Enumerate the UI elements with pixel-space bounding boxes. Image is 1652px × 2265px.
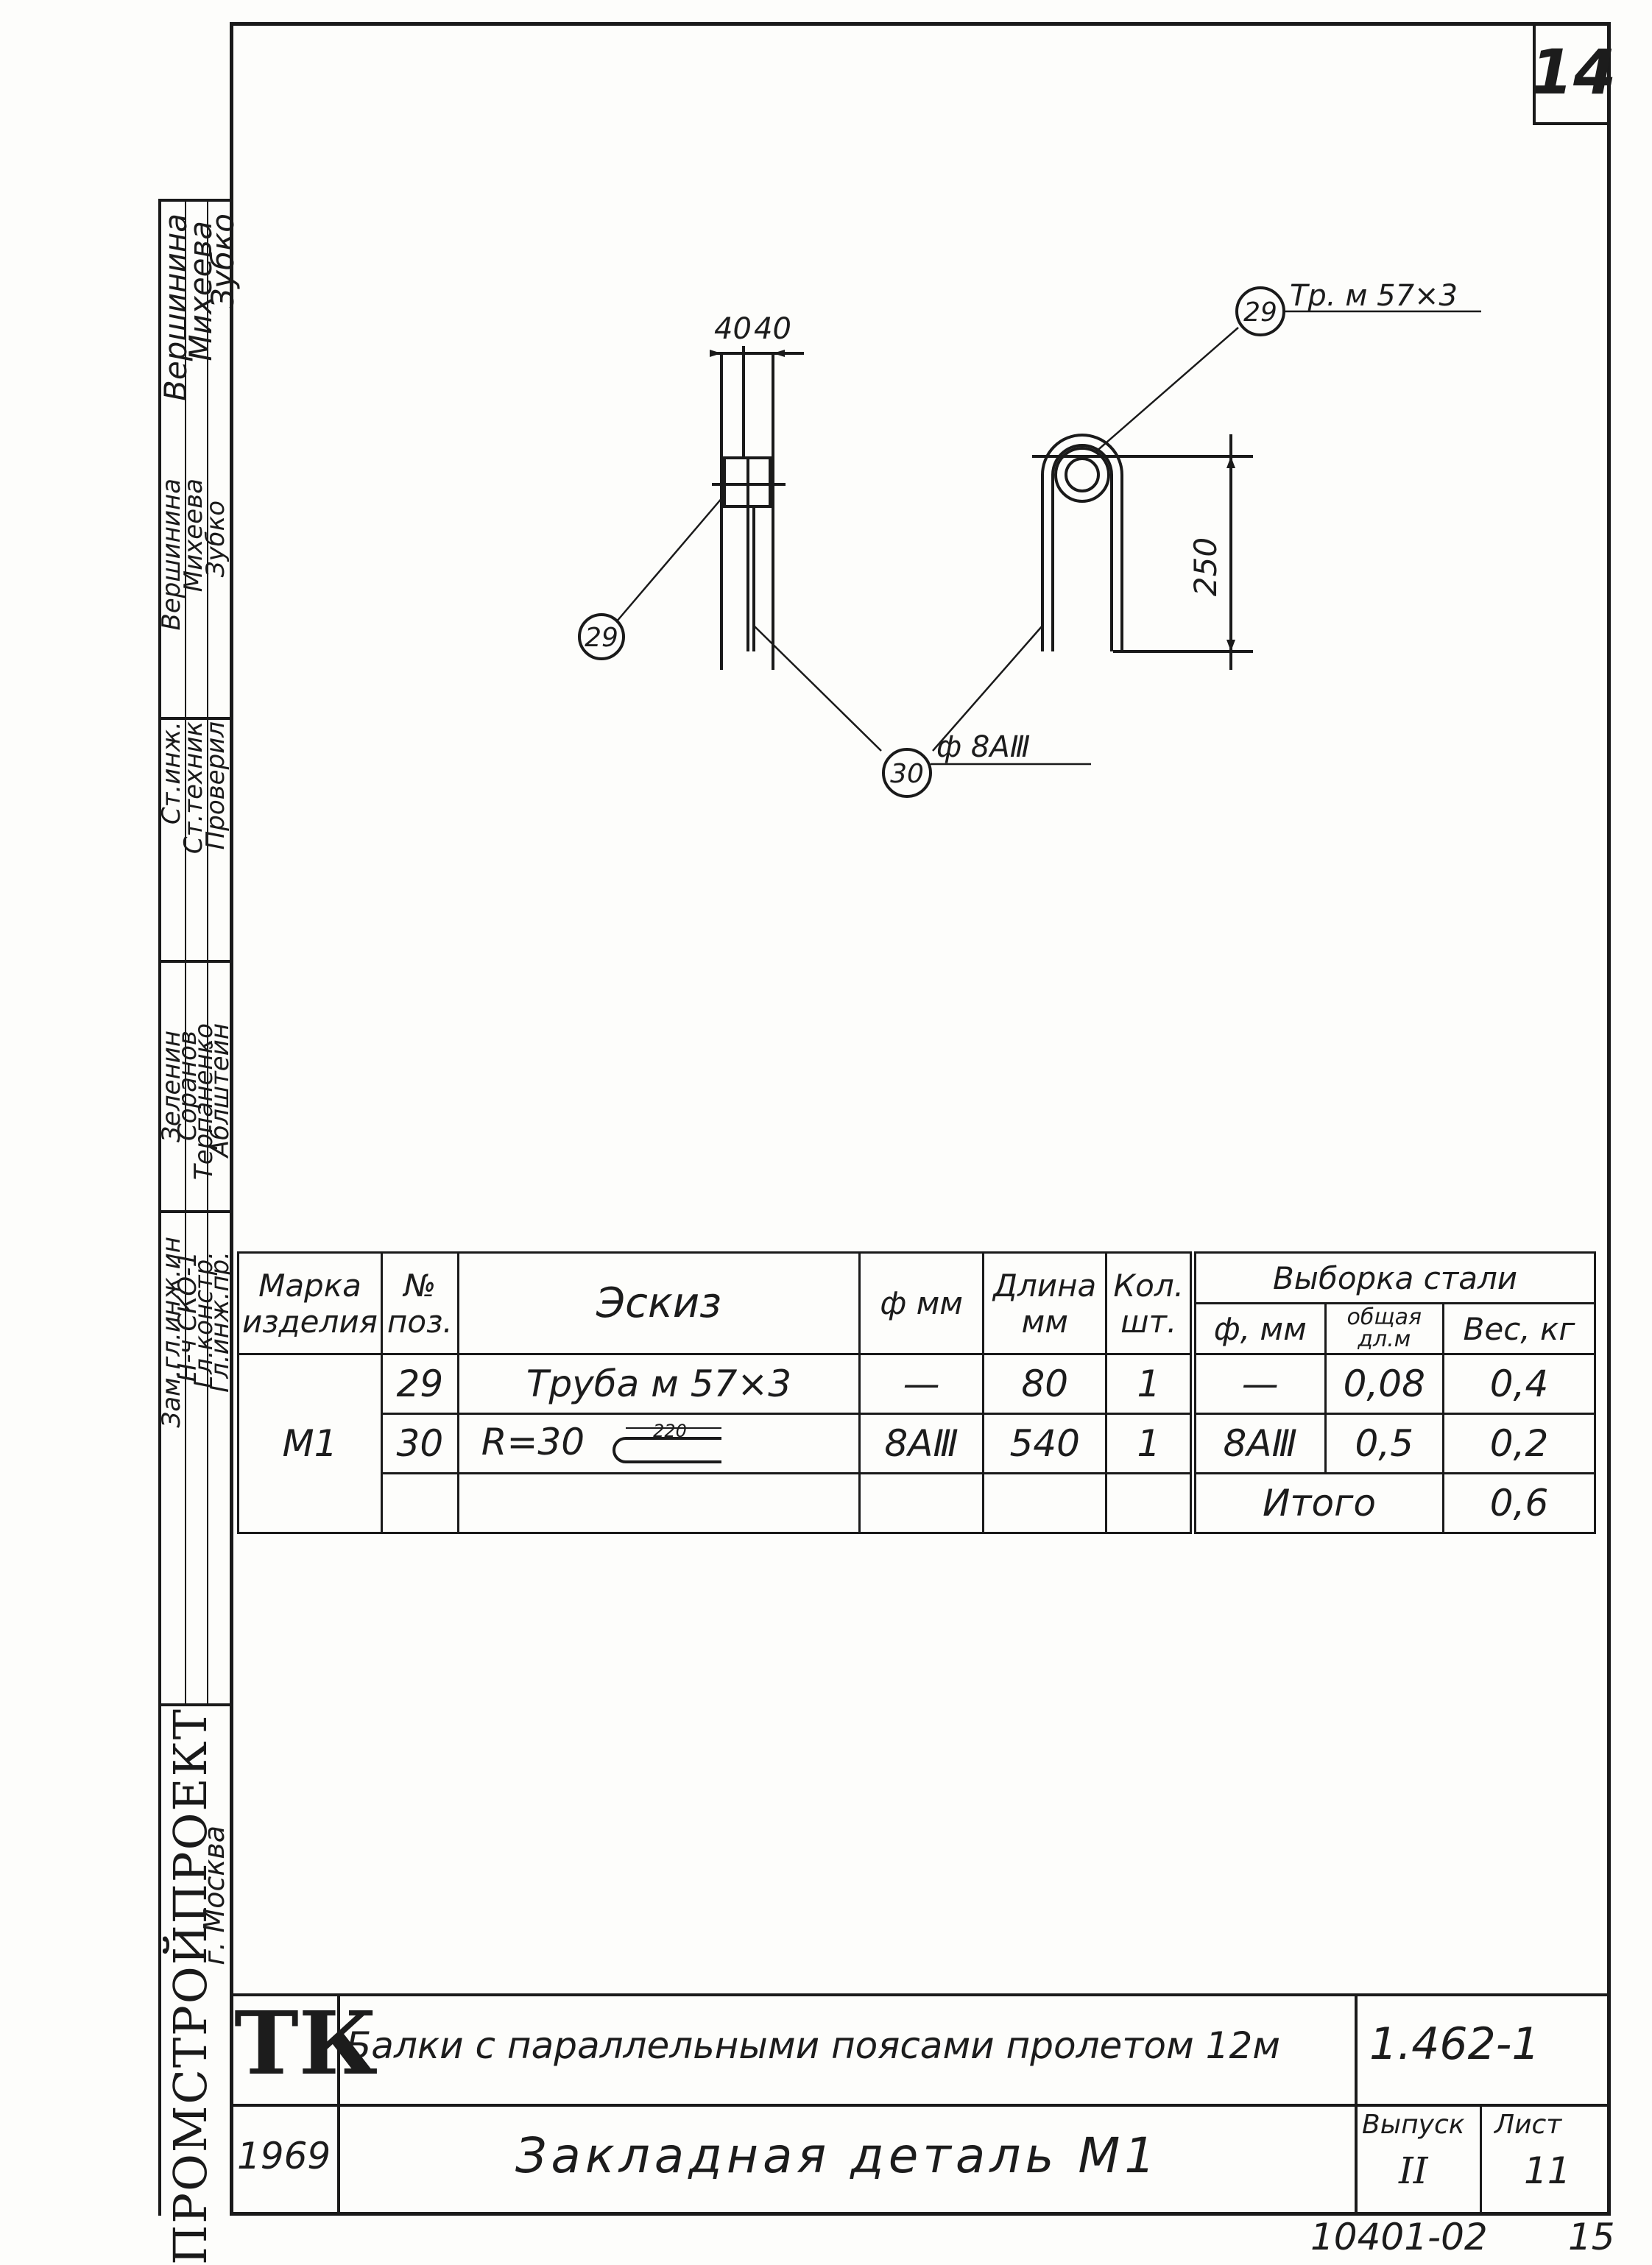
- stamp2-name-3: Аблштейн: [205, 1023, 235, 1158]
- pos-label-30: 30: [890, 759, 924, 789]
- issue-value: II: [1399, 2149, 1428, 2192]
- cell-steel-len: 0,5: [1324, 1413, 1444, 1474]
- org-city: г. Москва: [198, 1826, 230, 1965]
- stamp2-role-3: Гл.инж.пр.: [205, 1251, 235, 1393]
- stamp-name-3: Зубко: [201, 501, 230, 578]
- pos-label-29-right: 29: [1243, 297, 1277, 328]
- issue-label: Выпуск: [1362, 2110, 1465, 2140]
- tk-logo: ТК: [234, 1992, 378, 2094]
- cell-qty: 1: [1105, 1353, 1195, 1415]
- u-bar-inner: [1051, 444, 1113, 651]
- pos-label-29-left: 29: [585, 623, 618, 653]
- steel-spec-table: Марка изделия № поз. Эскиз ф мм Длина мм…: [237, 1251, 1596, 1534]
- series-code: 1.462-1: [1369, 2018, 1540, 2070]
- sheet-value: 11: [1524, 2149, 1571, 2192]
- dim-250: 250: [1187, 537, 1224, 596]
- side-stamp-divider: [161, 1210, 233, 1213]
- sheet-label: Лист: [1494, 2110, 1562, 2140]
- pipe-section-right: [1054, 447, 1110, 503]
- sheet-title: Закладная деталь М1: [515, 2127, 1160, 2184]
- cell-pos: 29: [380, 1353, 459, 1415]
- cell-steel-d: 8АⅢ: [1190, 1413, 1327, 1474]
- pos-circle-30: [882, 748, 932, 798]
- table-total-row: Итого 0,6: [239, 1472, 1596, 1534]
- title-block-divider: [1480, 2104, 1482, 2216]
- cell-steel-weight: 0,4: [1442, 1353, 1596, 1415]
- side-stamp-col: [207, 202, 208, 1703]
- dim-arrow: [773, 350, 785, 357]
- leader-30-right: [932, 625, 1043, 752]
- org-name: ПРОМСТРОЙПРОЕКТ: [163, 1708, 217, 2265]
- archive-code: 10401-02: [1310, 2216, 1488, 2258]
- dim-arrow: [1226, 640, 1235, 651]
- pipe-inner: [1065, 457, 1100, 492]
- leader-29-left: [615, 496, 724, 623]
- year: 1969: [237, 2135, 331, 2177]
- cell-length: 80: [982, 1353, 1108, 1415]
- dim-40-left: 40: [714, 312, 752, 346]
- leader-29-right: [1094, 327, 1239, 453]
- title-block-divider: [1355, 1993, 1358, 2216]
- cell-sketch-bent-bar: R=30 220: [456, 1413, 861, 1474]
- col-steel-weight-header: Вес, кг: [1442, 1302, 1596, 1355]
- cell-length: 540: [982, 1413, 1108, 1474]
- sketch-dim-220: 220: [653, 1422, 687, 1441]
- leader-30-left: [753, 625, 882, 752]
- col-steel-header: Выборка стали: [1190, 1251, 1596, 1304]
- cell-steel-weight: 0,2: [1442, 1413, 1596, 1474]
- side-stamp: [158, 199, 233, 2216]
- cell-steel-d: —: [1190, 1353, 1327, 1415]
- dim-arrow: [1226, 456, 1235, 468]
- sketch-radius: R=30: [481, 1420, 585, 1463]
- cell-mark: М1: [237, 1353, 383, 1534]
- cell-empty: [456, 1472, 861, 1534]
- col-length-header: Длина мм: [982, 1251, 1108, 1355]
- side-stamp-divider: [161, 717, 233, 720]
- cell-diam: —: [858, 1353, 985, 1415]
- col-steel-d-header: ф, мм: [1190, 1302, 1327, 1355]
- col-qty-header: Кол. шт.: [1105, 1251, 1195, 1355]
- pos-circle-29-left: [578, 613, 625, 660]
- col-mark-header: Марка изделия: [237, 1251, 383, 1355]
- cell-empty: [1105, 1472, 1195, 1534]
- side-stamp-col: [185, 202, 186, 1703]
- cell-total-label: Итого: [1190, 1472, 1444, 1534]
- cell-pos: 30: [380, 1413, 459, 1474]
- table-header-row: Марка изделия № поз. Эскиз ф мм Длина мм…: [237, 1251, 1596, 1355]
- title-block-divider: [337, 1993, 340, 2216]
- cell-diam: 8АⅢ: [858, 1413, 985, 1474]
- col-steel-len-header: общая дл.м: [1324, 1302, 1444, 1355]
- page-number: 15: [1568, 2216, 1615, 2258]
- table-row: 30 R=30 220 8АⅢ 540 1 8АⅢ 0,5 0,2: [239, 1413, 1596, 1474]
- dim-arrow: [710, 350, 721, 357]
- sheet-corner-number: 14: [1531, 22, 1616, 125]
- note-30: ф 8АⅢ: [936, 730, 1030, 764]
- cell-empty: [982, 1472, 1108, 1534]
- cell-empty: [380, 1472, 459, 1534]
- cell-qty: 1: [1105, 1413, 1195, 1474]
- bent-bar-sketch: 220: [612, 1421, 721, 1464]
- dim-40-right: 40: [754, 312, 791, 346]
- stamp-role-3: Проверил: [201, 721, 230, 850]
- cell-total-value: 0,6: [1442, 1472, 1596, 1534]
- col-pos-header: № поз.: [380, 1251, 459, 1355]
- series-title: Балки с параллельными поясами пролетом 1…: [346, 2024, 1280, 2067]
- title-block-divider: [230, 2104, 1611, 2107]
- side-stamp-divider: [161, 1703, 233, 1706]
- side-stamp-divider: [161, 960, 233, 963]
- note-29-right: Тр. м 57×3: [1290, 279, 1458, 313]
- col-diam-header: ф мм: [858, 1251, 985, 1355]
- cell-empty: [858, 1472, 985, 1534]
- col-sketch-header: Эскиз: [456, 1251, 861, 1355]
- cell-sketch: Труба м 57×3: [456, 1353, 861, 1415]
- table-subheader-row: ф, мм общая дл.м Вес, кг: [239, 1302, 1596, 1355]
- table-row: М1 29 Труба м 57×3 — 80 1 — 0,08 0,4: [237, 1353, 1596, 1534]
- cell-steel-len: 0,08: [1324, 1353, 1444, 1415]
- u-bar-outer: [1041, 434, 1123, 651]
- detail-drawing: 40 40 29 29 Тр. м 57×3 250 30 ф 8АⅢ: [578, 279, 1481, 798]
